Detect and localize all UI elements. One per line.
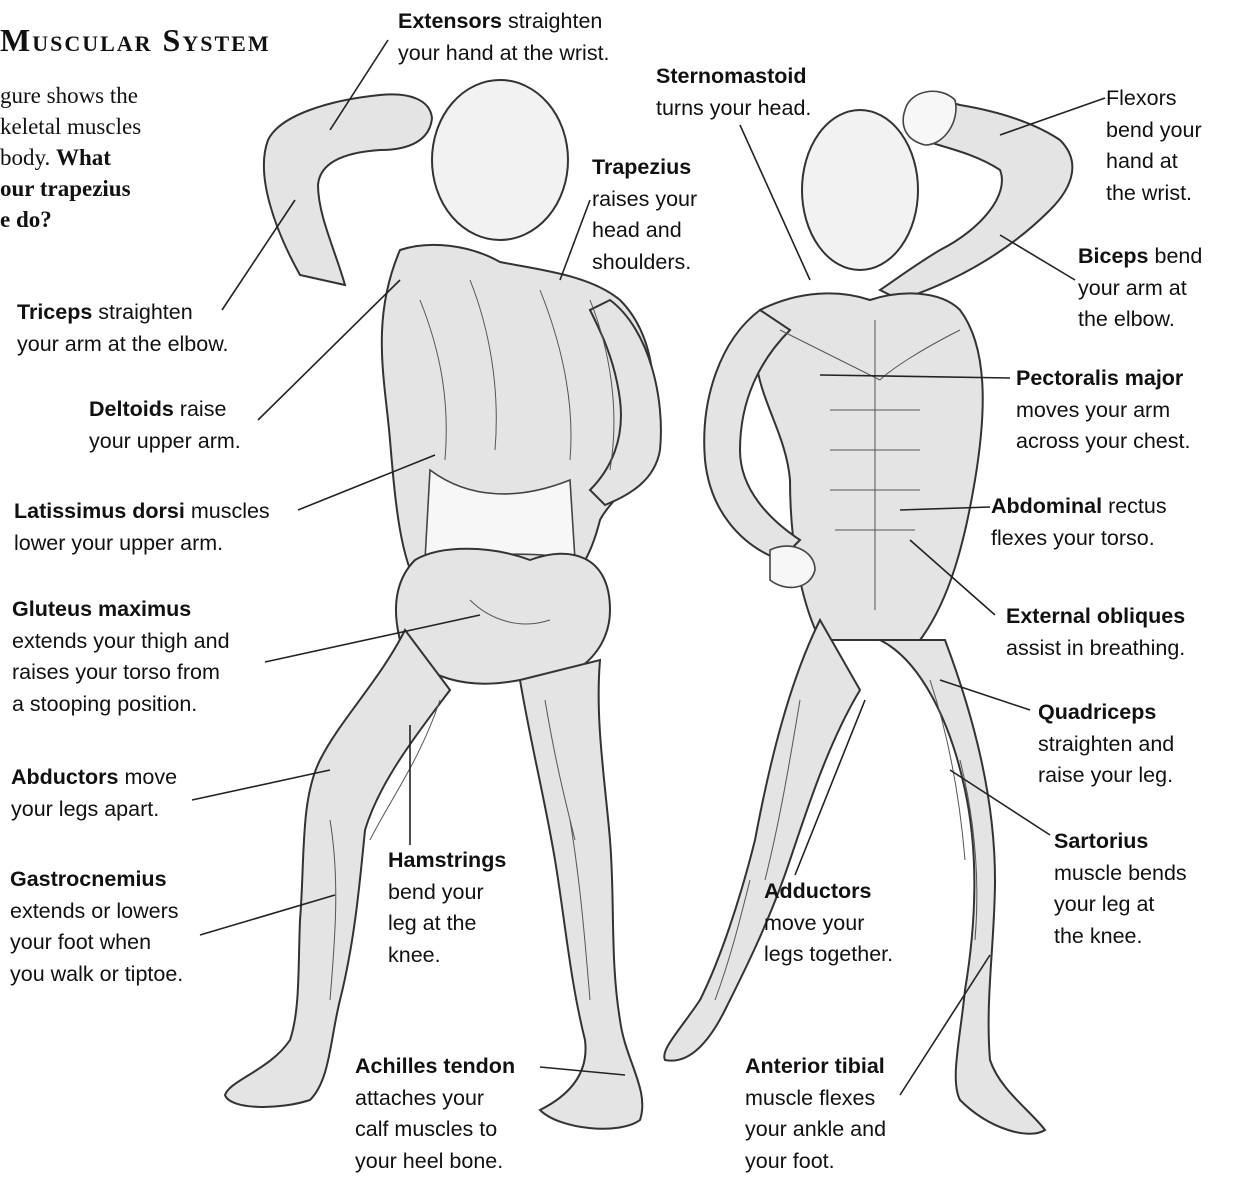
label-sternomastoid: Sternomastoid turns your head.: [656, 61, 811, 124]
label-gluteus-maximus: Gluteus maximus extends your thigh and r…: [12, 594, 230, 720]
label-deltoids: Deltoids raise your upper arm.: [89, 394, 241, 457]
label-external-obliques: External obliques assist in breathing.: [1006, 601, 1185, 664]
label-quadriceps: Quadriceps straighten and raise your leg…: [1038, 697, 1174, 792]
intro-line-3: body. What: [0, 142, 200, 173]
label-achilles-tendon: Achilles tendon attaches your calf muscl…: [355, 1051, 515, 1177]
label-trapezius: Trapezius raises your head and shoulders…: [592, 152, 697, 278]
label-sartorius: Sartorius muscle bends your leg at the k…: [1054, 826, 1187, 952]
intro-paragraph: gure shows the keletal muscles body. Wha…: [0, 80, 200, 235]
label-abductors: Abductors move your legs apart.: [11, 762, 177, 825]
intro-line-2: keletal muscles: [0, 111, 200, 142]
label-extensors: Extensors straighten your hand at the wr…: [398, 6, 610, 69]
label-flexors: Flexors bend your hand at the wrist.: [1106, 83, 1202, 209]
label-latissimus-dorsi: Latissimus dorsi muscles lower your uppe…: [14, 496, 270, 559]
label-biceps: Biceps bend your arm at the elbow.: [1078, 241, 1202, 336]
intro-line-4: our trapezius: [0, 173, 200, 204]
label-triceps: Triceps straighten your arm at the elbow…: [17, 297, 229, 360]
intro-line-1: gure shows the: [0, 80, 200, 111]
intro-line-5: e do?: [0, 204, 200, 235]
page-title: Muscular System: [0, 22, 271, 59]
label-hamstrings: Hamstrings bend your leg at the knee.: [388, 845, 506, 971]
label-gastrocnemius: Gastrocnemius extends or lowers your foo…: [10, 864, 183, 990]
label-pectoralis-major: Pectoralis major moves your arm across y…: [1016, 363, 1190, 458]
label-adductors: Adductors move your legs together.: [764, 876, 893, 971]
label-abdominal-rectus: Abdominal rectus flexes your torso.: [991, 491, 1167, 554]
label-anterior-tibial: Anterior tibial muscle flexes your ankle…: [745, 1051, 886, 1177]
